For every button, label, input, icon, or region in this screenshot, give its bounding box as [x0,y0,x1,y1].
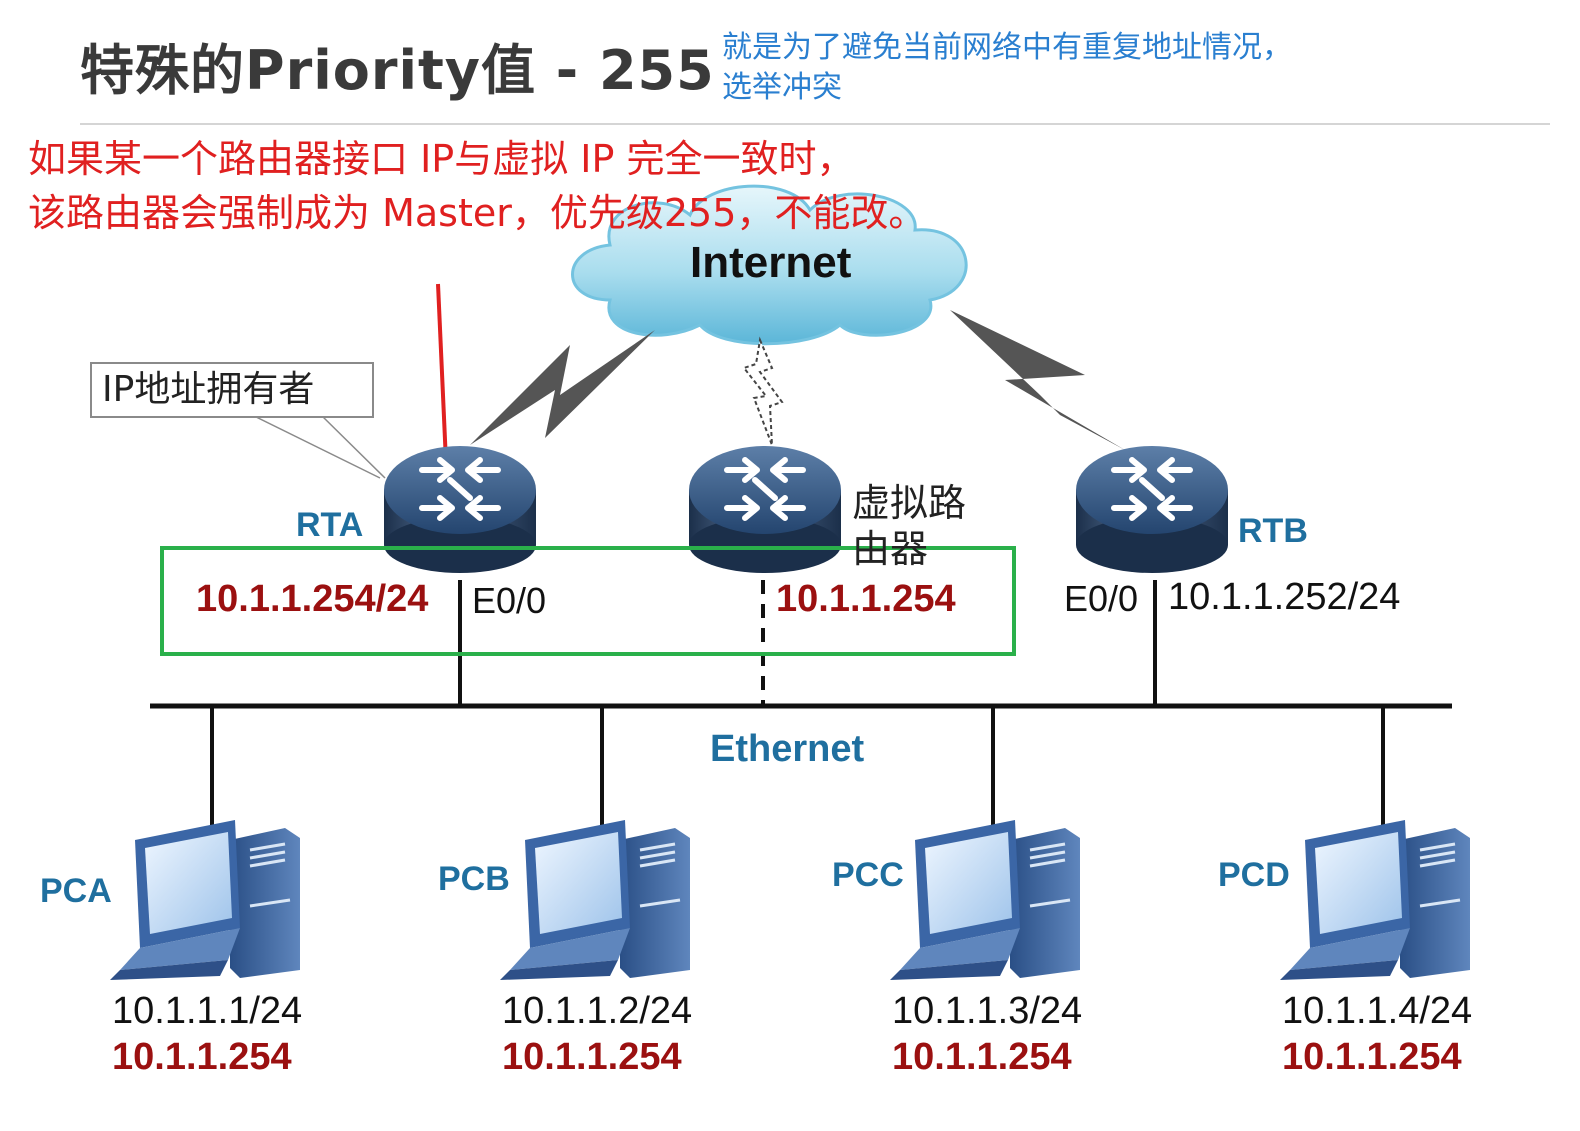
pcd-computer-icon [1280,820,1472,980]
pcd-label: PCD [1218,856,1290,894]
internet-cloud [571,184,968,346]
wan-link-rtb [950,310,1125,450]
pcb-ip: 10.1.1.2/24 [502,990,693,1032]
virtual-ip: 10.1.1.254 [776,578,956,620]
pcc-label: PCC [832,856,904,894]
rta-interface: E0/0 [472,580,547,621]
rtb-ip: 10.1.1.252/24 [1168,576,1401,618]
virtual-router-label: 虚拟路由器 [852,481,967,571]
pcb-computer-icon [500,820,692,980]
pcd-gateway: 10.1.1.254 [1282,1036,1462,1078]
virtual-router-icon [689,446,841,573]
annotation-red-line1: 如果某一个路由器接口 IP与虚拟 IP 完全一致时， [28,137,855,181]
annotation-red-line2: 该路由器会强制成为 Master，优先级255，不能改。 [28,191,927,235]
annotation-blue-line2: 选举冲突 [722,70,842,105]
highlight-box [160,546,1016,656]
pcb-label: PCB [438,860,510,898]
rtb-interface: E0/0 [1064,578,1139,619]
rta-ip: 10.1.1.254/24 [196,578,429,620]
pcb-gateway: 10.1.1.254 [502,1036,682,1078]
pcc-gateway: 10.1.1.254 [892,1036,1072,1078]
owner-callout: IP地址拥有者 [90,362,374,418]
annotation-blue: 就是为了避免当前网络中有重复地址情况， 选举冲突 [722,28,1292,108]
pca-gateway: 10.1.1.254 [112,1036,292,1078]
annotation-red: 如果某一个路由器接口 IP与虚拟 IP 完全一致时， 该路由器会强制成为 Mas… [28,132,926,240]
ethernet-label: Ethernet [710,728,865,770]
pcd-ip: 10.1.1.4/24 [1282,990,1473,1032]
wan-link-rta [470,330,655,445]
pca-label: PCA [40,872,112,910]
rta-label: RTA [296,506,364,544]
pcc-computer-icon [890,820,1082,980]
annotation-blue-line1: 就是为了避免当前网络中有重复地址情况， [722,30,1292,65]
rta-router-icon [384,446,536,573]
internet-label: Internet [690,238,852,287]
owner-callout-leader [249,413,386,479]
pca-computer-icon [110,820,302,980]
rtb-router-icon [1076,446,1228,573]
pcc-ip: 10.1.1.3/24 [892,990,1083,1032]
rtb-label: RTB [1238,512,1308,550]
wan-link-virtual [742,336,784,446]
pca-ip: 10.1.1.1/24 [112,990,303,1032]
page-title: 特殊的Priority值 - 255 [80,39,715,102]
